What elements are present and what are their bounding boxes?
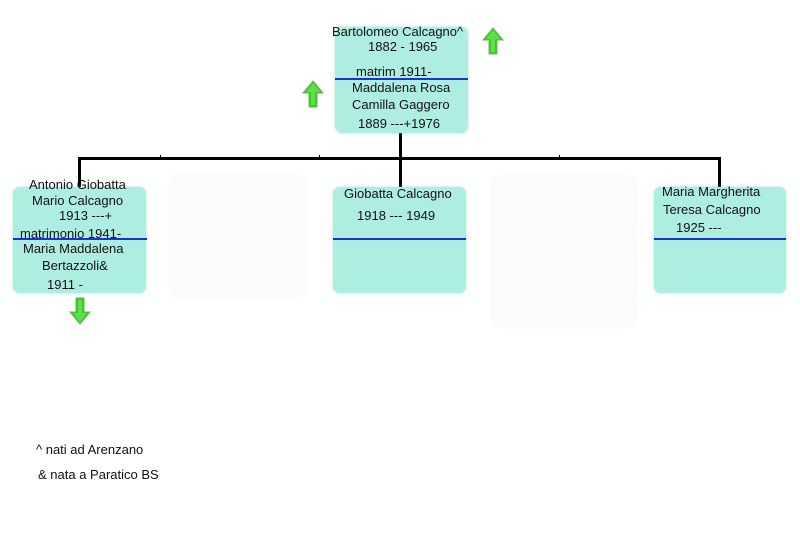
marriage-label: matrim 1911- — [356, 64, 432, 79]
person-years: 1882 - 1965 — [368, 39, 438, 54]
connector-vertical-root — [399, 131, 402, 160]
person-name-line1: Antonio Giobatta — [29, 177, 126, 192]
person-years: 1925 --- — [676, 220, 722, 235]
placeholder-box — [170, 176, 306, 296]
connector-vertical-child-3 — [718, 157, 721, 189]
connector-tick — [559, 155, 560, 159]
person-box-child-1[interactable] — [13, 187, 146, 293]
spouse-name-line2: Bertazzoli& — [42, 258, 108, 273]
footnote-spouse-birthplace: & nata a Paratico BS — [38, 467, 159, 482]
person-years: 1918 --- 1949 — [357, 208, 436, 223]
arrow-down-icon[interactable] — [69, 297, 91, 325]
spouse-name-line1: Maddalena Rosa — [352, 80, 451, 95]
footnote-birthplace: ^ nati ad Arenzano — [36, 442, 144, 457]
person-name: Bartolomeo Calcagno^ — [332, 24, 464, 39]
person-name-line1: Maria Margherita — [662, 184, 761, 199]
connector-vertical-child-1 — [78, 157, 81, 189]
connector-tick — [319, 155, 320, 159]
person-name-line2: Teresa Calcagno — [663, 202, 761, 217]
spouse-name-line1: Maria Maddalena — [23, 241, 124, 256]
marriage-label: matrimonio 1941- — [20, 226, 122, 241]
person-box-child-3[interactable] — [654, 187, 786, 293]
marriage-separator — [333, 238, 466, 240]
placeholder-box — [492, 176, 636, 326]
connector-vertical-child-2 — [399, 157, 402, 189]
person-name-line2: Mario Calcagno — [32, 193, 124, 208]
spouse-name-line2: Camilla Gaggero — [352, 97, 450, 112]
arrow-up-icon[interactable] — [302, 80, 324, 108]
person-box-child-2[interactable] — [333, 187, 466, 293]
person-years: 1913 ---+ — [59, 208, 113, 223]
person-name: Giobatta Calcagno — [344, 186, 452, 201]
spouse-years: 1911 - — [47, 277, 83, 292]
marriage-separator — [335, 78, 468, 80]
spouse-years: 1889 ---+1976 — [358, 116, 441, 131]
arrow-up-icon[interactable] — [482, 27, 504, 55]
marriage-separator — [13, 238, 147, 240]
connector-tick — [160, 155, 161, 159]
person-box-root[interactable] — [335, 27, 468, 133]
marriage-separator — [654, 238, 786, 240]
